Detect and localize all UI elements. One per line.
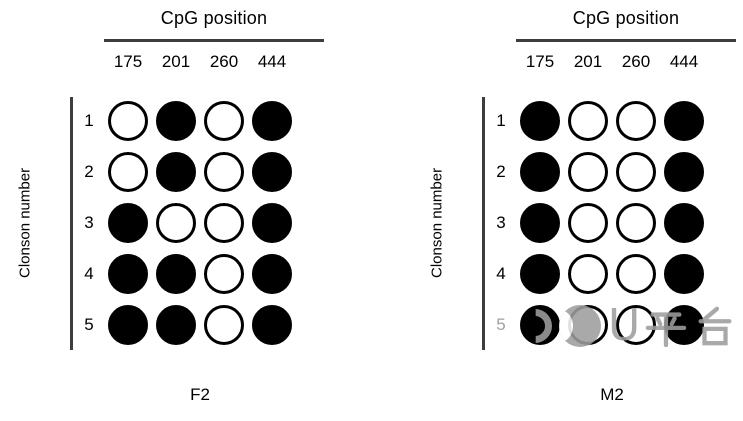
methylated-circle (520, 304, 560, 345)
unmethylated-circle (108, 100, 148, 141)
panel-caption: M2 (600, 385, 624, 404)
methylated-circle (156, 304, 196, 345)
clone-number-label: 5 (496, 314, 506, 334)
unmethylated-circle (568, 253, 608, 294)
row-labels: 1 2 3 4 5 (490, 95, 512, 350)
unmethylated-circle (204, 151, 244, 192)
methylated-circle (664, 253, 704, 294)
clone-number-label: 5 (84, 314, 94, 334)
methylated-circle (252, 304, 292, 345)
clone-number-label: 4 (84, 263, 94, 283)
panel-f2: CpG position 175 201 260 444 Clonson number… (8, 0, 353, 421)
methylated-circle (156, 253, 196, 294)
methylated-circle (108, 253, 148, 294)
clone-number-label: 3 (496, 212, 506, 232)
panel-caption: F2 (190, 385, 210, 404)
unmethylated-circle (108, 151, 148, 192)
cpg-position-label: 175 (525, 52, 555, 71)
methylated-circle (664, 100, 704, 141)
cpg-position-label: 201 (573, 52, 603, 71)
methylated-circle (252, 100, 292, 141)
cpg-position-header: CpG position (572, 8, 680, 28)
cpg-position-label: 444 (669, 52, 699, 71)
clone-number-label: 2 (496, 161, 506, 181)
clone-number-label: 4 (496, 263, 506, 283)
methylated-circle (520, 202, 560, 243)
unmethylated-circle (204, 304, 244, 345)
unmethylated-circle (204, 202, 244, 243)
cpg-position-label: 444 (257, 52, 287, 71)
clone-number-label: 1 (84, 110, 94, 130)
cpg-header-rule (104, 39, 324, 42)
methylated-circle (156, 100, 196, 141)
methylated-circle (156, 151, 196, 192)
row-labels: 1 2 3 4 5 (78, 95, 100, 350)
methylated-circle (252, 202, 292, 243)
unmethylated-circle (568, 100, 608, 141)
circle-grid (104, 95, 296, 350)
methylated-circle (520, 100, 560, 141)
methylated-circle (252, 151, 292, 192)
unmethylated-circle (616, 202, 656, 243)
cpg-position-label: 175 (113, 52, 143, 71)
cpg-header-rule (516, 39, 736, 42)
methylated-circle (252, 253, 292, 294)
cpg-position-header: CpG position (160, 8, 268, 28)
cpg-position-label: 201 (161, 52, 191, 71)
unmethylated-circle (204, 100, 244, 141)
unmethylated-circle (568, 304, 608, 345)
clone-number-label: 3 (84, 212, 94, 232)
unmethylated-circle (568, 202, 608, 243)
y-axis-label: Clonson number (16, 167, 34, 278)
clone-number-label: 1 (496, 110, 506, 130)
unmethylated-circle (616, 100, 656, 141)
methylated-circle (520, 253, 560, 294)
methylated-circle (520, 151, 560, 192)
cpg-position-label: 260 (209, 52, 239, 71)
cpg-position-label: 260 (621, 52, 651, 71)
unmethylated-circle (204, 253, 244, 294)
unmethylated-circle (616, 304, 656, 345)
unmethylated-circle (156, 202, 196, 243)
clone-axis-line (482, 97, 485, 350)
col-labels: 175 201 260 444 (516, 52, 708, 72)
y-axis-label: Clonson number (428, 167, 446, 278)
methylated-circle (664, 202, 704, 243)
methylated-circle (108, 304, 148, 345)
panel-m2: CpG position 175 201 260 444 Clonson number… (420, 0, 743, 421)
methylated-circle (664, 151, 704, 192)
methylated-circle (664, 304, 704, 345)
col-labels: 175 201 260 444 (104, 52, 296, 72)
clone-axis-line (70, 97, 73, 350)
circle-grid (516, 95, 708, 350)
methylated-circle (108, 202, 148, 243)
unmethylated-circle (616, 151, 656, 192)
clone-number-label: 2 (84, 161, 94, 181)
unmethylated-circle (568, 151, 608, 192)
unmethylated-circle (616, 253, 656, 294)
